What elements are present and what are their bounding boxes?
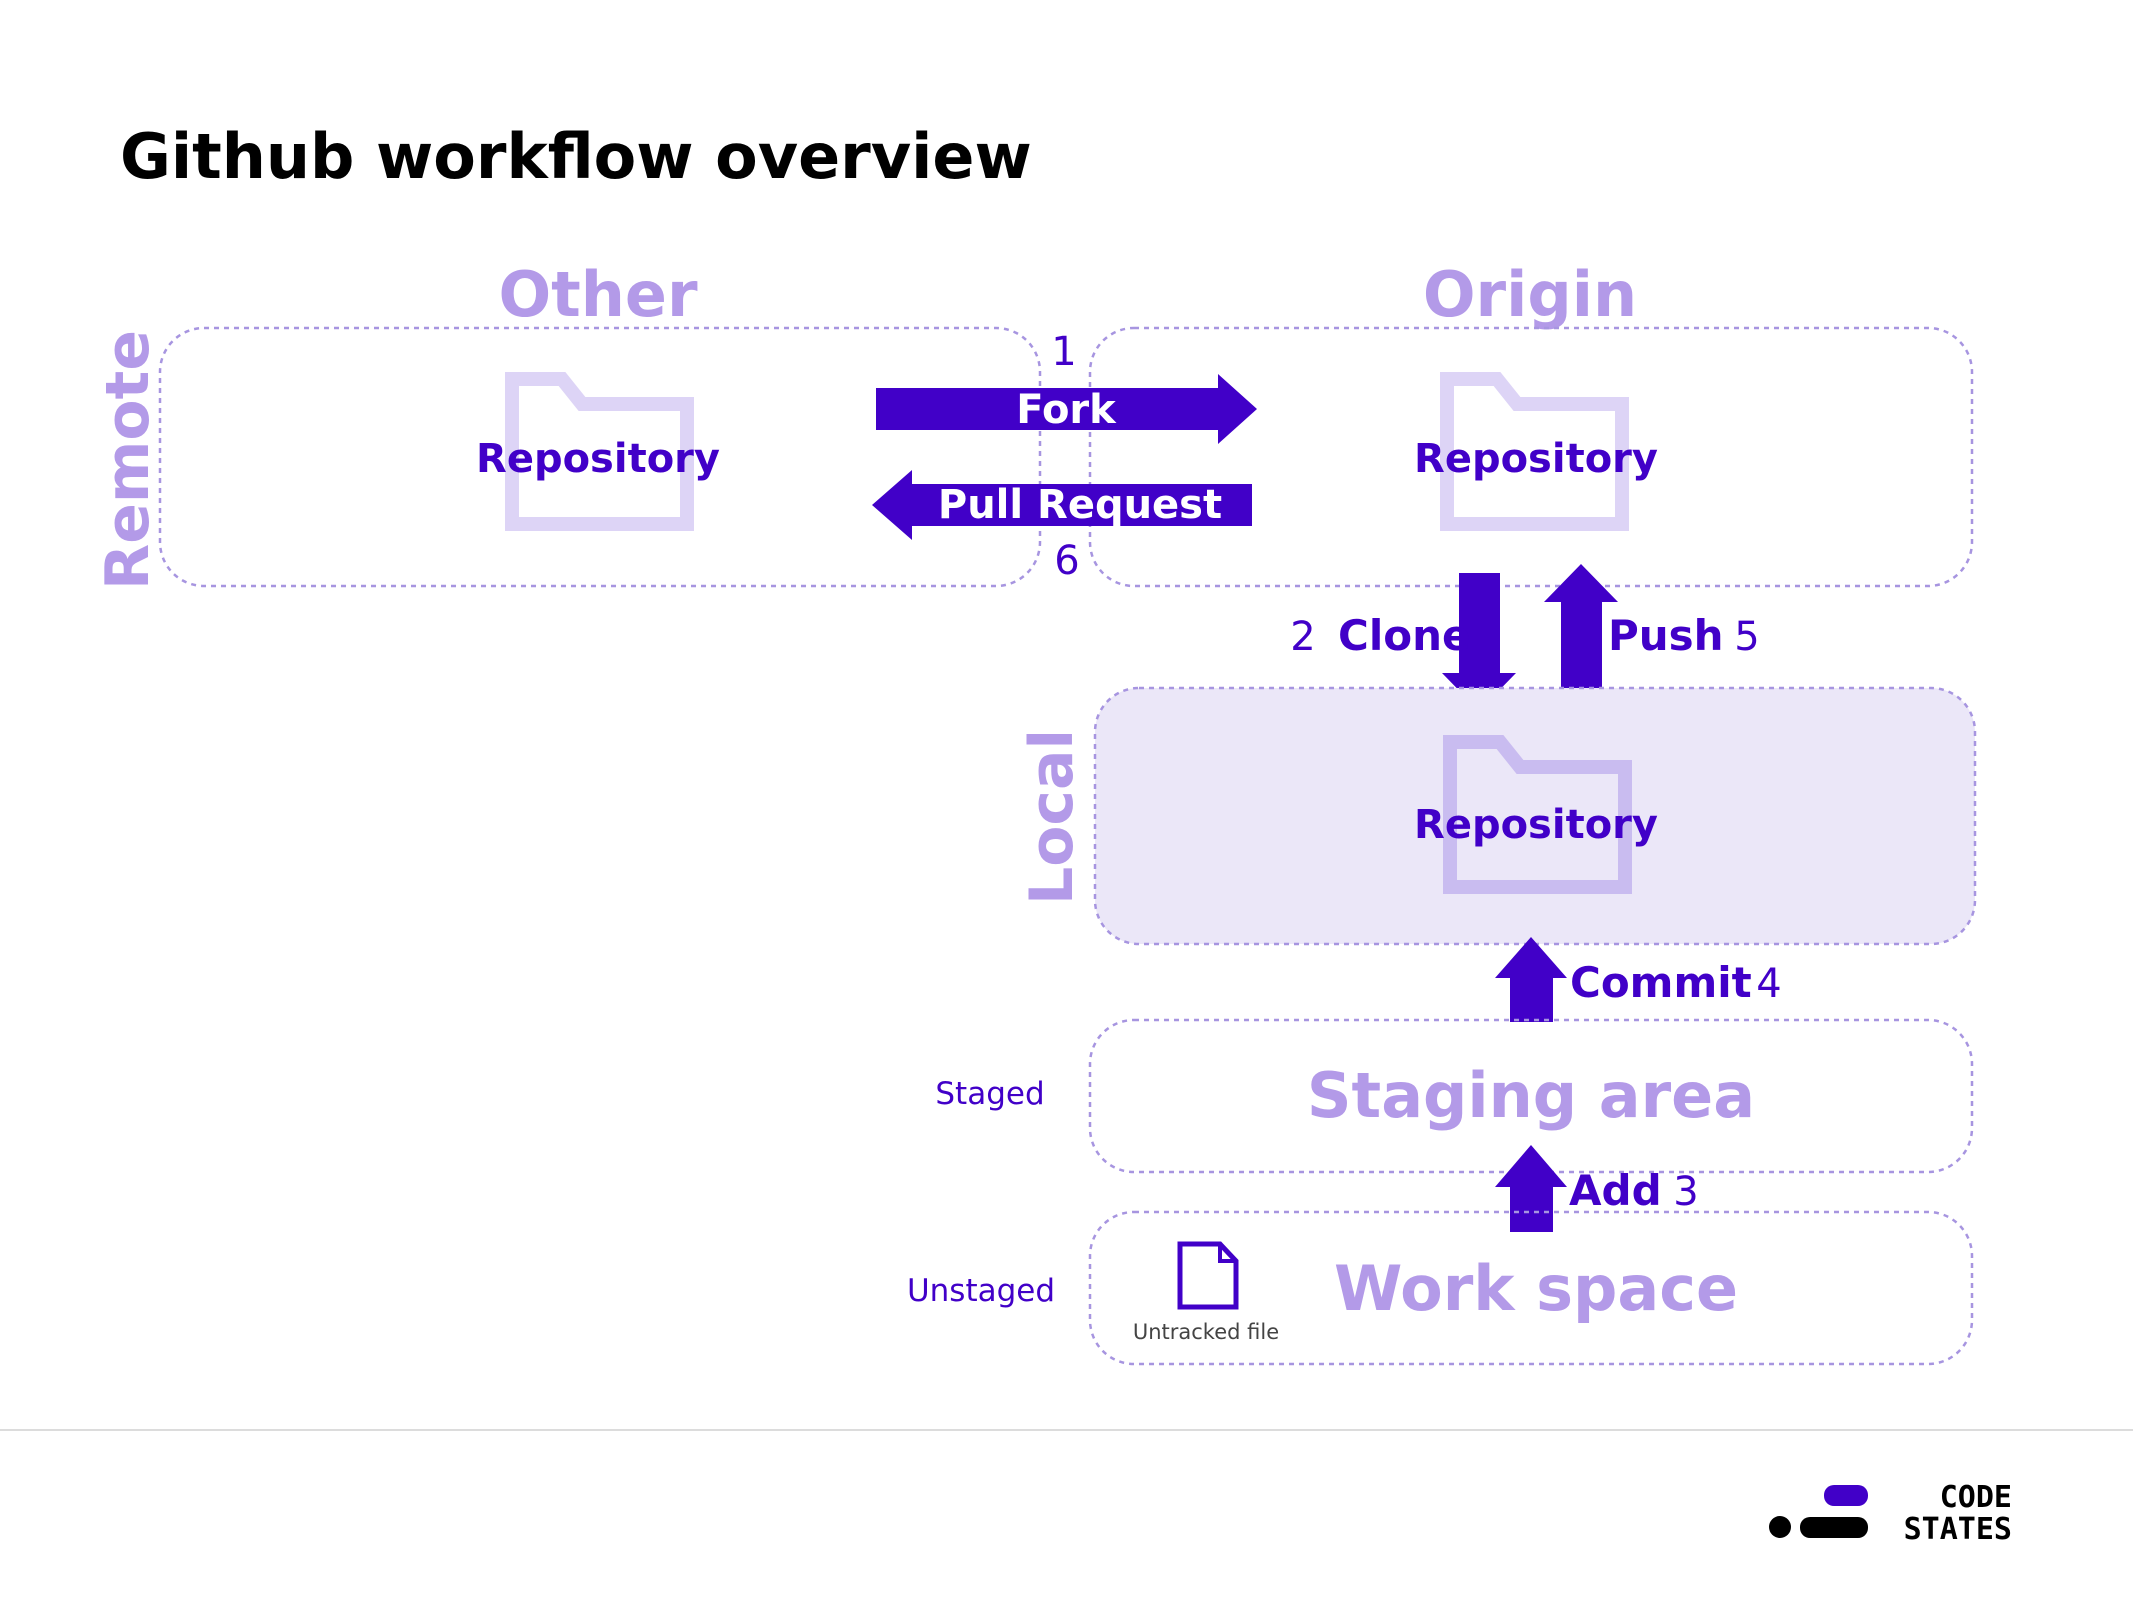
origin-label: Origin	[1423, 258, 1637, 331]
commit-label: Commit	[1570, 958, 1752, 1007]
folder-icon	[1440, 372, 1629, 531]
push-arrow	[1544, 564, 1618, 701]
pull-request-arrow	[872, 470, 1252, 540]
other-label: Other	[498, 258, 698, 331]
unstaged-status-label: Unstaged	[907, 1273, 1055, 1309]
add-step-number: 3	[1673, 1169, 1698, 1215]
logo-line-2: STATES	[1904, 1512, 2012, 1547]
staging-area-label: Staging area	[1307, 1059, 1755, 1132]
remote-label: Remote	[93, 330, 163, 590]
clone-step-number: 2	[1290, 614, 1315, 660]
add-label: Add	[1569, 1166, 1662, 1215]
local-repository-label: Repository	[1414, 802, 1658, 848]
local-label: Local	[1017, 729, 1087, 905]
file-icon	[1177, 1241, 1239, 1310]
folder-icon	[505, 372, 694, 531]
staged-status-label: Staged	[935, 1076, 1044, 1112]
folder-icon	[1443, 735, 1632, 894]
push-step-number: 5	[1734, 614, 1759, 660]
pull-request-label: Pull Request	[938, 482, 1222, 528]
clone-label: Clone	[1338, 611, 1470, 660]
pull-request-step-number: 6	[1054, 538, 1079, 584]
fork-label: Fork	[1016, 387, 1117, 433]
other-repository-label: Repository	[476, 436, 720, 482]
fork-arrow	[876, 374, 1257, 444]
origin-repository-label: Repository	[1414, 436, 1658, 482]
origin-repo-box	[1088, 326, 1974, 588]
logo-line-1: CODE	[1940, 1480, 2012, 1515]
code-states-logo	[1769, 1485, 1868, 1538]
clone-arrow	[1442, 573, 1516, 711]
work-space-label: Work space	[1334, 1252, 1738, 1325]
commit-step-number: 4	[1756, 961, 1781, 1007]
work-space-box	[1088, 1210, 1974, 1366]
push-label: Push	[1608, 611, 1724, 660]
fork-step-number: 1	[1051, 329, 1076, 375]
add-arrow	[1495, 1145, 1567, 1232]
page-title: Github workflow overview	[120, 120, 1032, 193]
commit-arrow	[1495, 937, 1567, 1022]
untracked-file-label: Untracked file	[1133, 1320, 1279, 1344]
